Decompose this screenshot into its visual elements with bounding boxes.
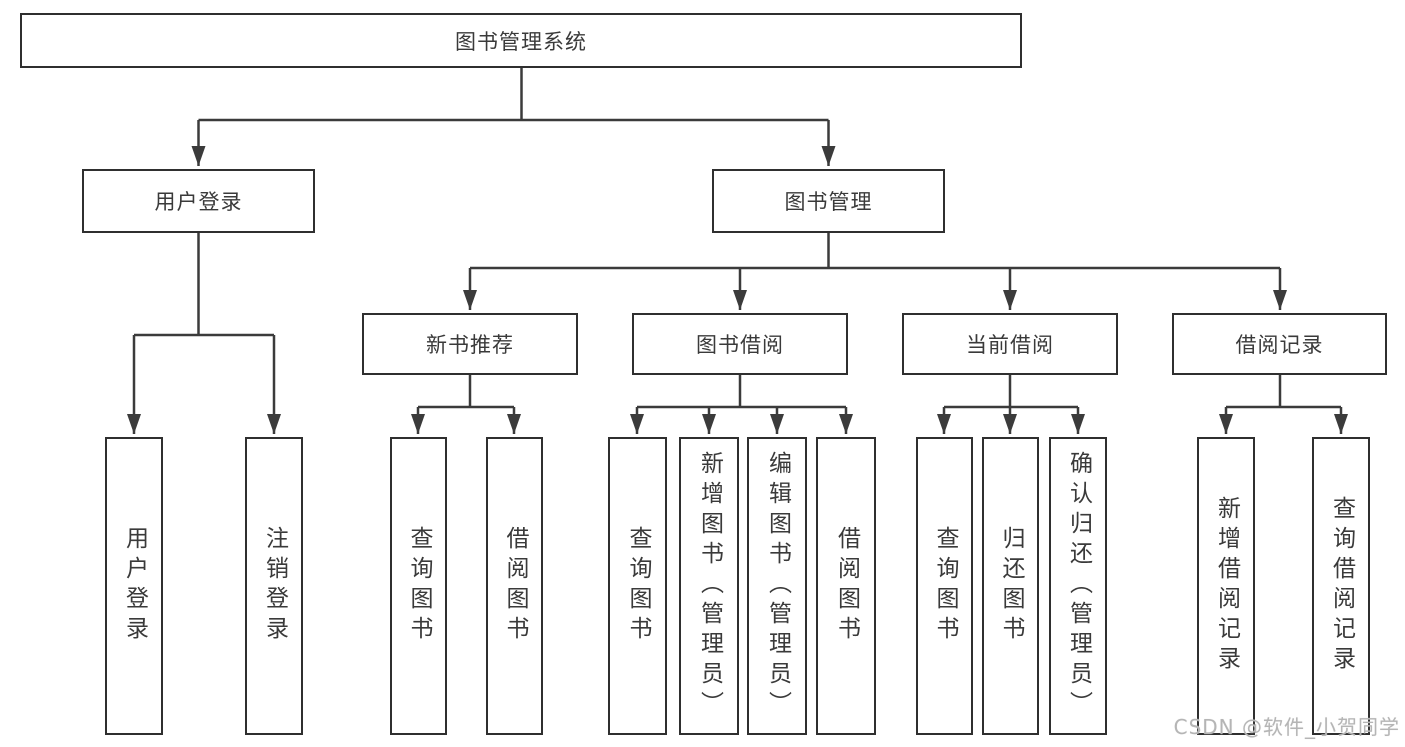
leaf-query-books-recommend: 查询图书: [390, 437, 447, 735]
node-new-book-recommend: 新书推荐: [362, 313, 578, 375]
node-user-login: 用户登录: [82, 169, 315, 233]
leaf-query-borrow-record: 查询借阅记录: [1312, 437, 1370, 735]
connector-new-book-recommend-children: [411, 375, 521, 434]
connector-root-to-level2: [191, 68, 836, 166]
watermark: CSDN @软件_小贺同学: [1173, 715, 1400, 739]
leaf-query-books-current: 查询图书: [916, 437, 973, 735]
connector-user-login-children: [127, 233, 281, 434]
leaf-borrow-book-recommend: 借阅图书: [486, 437, 543, 735]
node-book-management: 图书管理: [712, 169, 945, 233]
node-book-borrow: 图书借阅: [632, 313, 848, 375]
leaf-query-books-borrow: 查询图书: [608, 437, 667, 735]
connector-book-borrow-children: [630, 375, 853, 434]
connector-borrow-records-children: [1219, 375, 1348, 434]
node-current-borrow: 当前借阅: [902, 313, 1118, 375]
connector-book-management-children: [463, 233, 1287, 310]
leaf-user-login: 用户登录: [105, 437, 163, 735]
leaf-confirm-return-admin: 确认归还（管理员）: [1049, 437, 1107, 735]
connector-current-borrow-children: [937, 375, 1085, 434]
leaf-borrow-book: 借阅图书: [816, 437, 876, 735]
leaf-add-book-admin: 新增图书（管理员）: [679, 437, 739, 735]
leaf-return-book: 归还图书: [982, 437, 1039, 735]
leaf-logout: 注销登录: [245, 437, 303, 735]
leaf-edit-book-admin: 编辑图书（管理员）: [747, 437, 807, 735]
node-borrow-records: 借阅记录: [1172, 313, 1387, 375]
leaf-add-borrow-record: 新增借阅记录: [1197, 437, 1255, 735]
node-system-root: 图书管理系统: [20, 13, 1022, 68]
